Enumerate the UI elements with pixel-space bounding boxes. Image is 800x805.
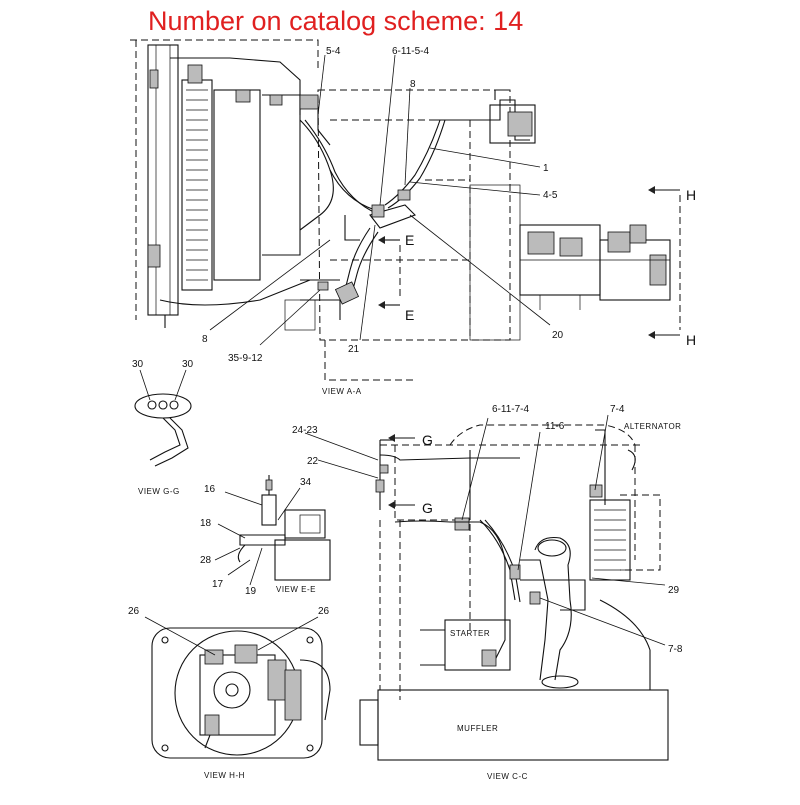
callout-26-left: 26 [128, 606, 140, 617]
view-aa-label: VIEW A-A [322, 387, 362, 396]
callout-16: 16 [204, 484, 216, 495]
callout-24-23: 24-23 [292, 425, 318, 436]
callout-8-left: 8 [202, 334, 208, 345]
section-marker-g-top: G [422, 432, 433, 448]
section-marker-h-bottom: H [686, 332, 696, 348]
section-marker-e-bottom: E [405, 307, 414, 323]
callout-8-top: 8 [410, 79, 416, 90]
view-gg-drawing [134, 369, 192, 467]
section-marker-e-top: E [405, 232, 414, 248]
view-ee-drawing [214, 475, 331, 586]
callout-28: 28 [200, 555, 212, 566]
callout-22: 22 [307, 456, 319, 467]
view-hh-drawing [144, 616, 331, 759]
callout-30-left: 30 [132, 359, 144, 370]
muffler-label: MUFFLER [457, 724, 498, 733]
view-gg-label: VIEW G-G [138, 487, 180, 496]
callout-7-8: 7-8 [668, 644, 683, 655]
callout-21: 21 [348, 344, 360, 355]
callout-18: 18 [200, 518, 212, 529]
callout-6-11-7-4: 6-11-7-4 [492, 404, 529, 415]
callout-4-5: 4-5 [543, 190, 558, 201]
section-marker-g-bottom: G [422, 500, 433, 516]
alternator-label: ALTERNATOR [624, 422, 681, 431]
callout-19: 19 [245, 586, 257, 597]
callout-29: 29 [668, 585, 680, 596]
page-title: Number on catalog scheme: 14 [148, 6, 524, 36]
view-cc-drawing [304, 414, 669, 761]
callout-20: 20 [552, 330, 564, 341]
view-aa-drawing [130, 39, 681, 381]
callout-1: 1 [543, 163, 549, 174]
callout-labels: 5-4 6-11-5-4 8 1 4-5 20 8 35-9-12 21 VIE… [128, 46, 696, 781]
starter-label: STARTER [450, 629, 490, 638]
callout-7-4: 7-4 [610, 404, 625, 415]
callout-11-6: 11-6 [545, 421, 565, 432]
section-marker-h-top: H [686, 187, 696, 203]
callout-26-right: 26 [318, 606, 330, 617]
view-cc-label: VIEW C-C [487, 772, 528, 781]
callout-34: 34 [300, 477, 312, 488]
callout-30-right: 30 [182, 359, 194, 370]
callout-5-4: 5-4 [326, 46, 341, 57]
view-hh-label: VIEW H-H [204, 771, 245, 780]
callout-6-11-5-4: 6-11-5-4 [392, 46, 429, 57]
view-ee-label: VIEW E-E [276, 585, 316, 594]
callout-17: 17 [212, 579, 224, 590]
callout-35-9-12: 35-9-12 [228, 353, 263, 364]
